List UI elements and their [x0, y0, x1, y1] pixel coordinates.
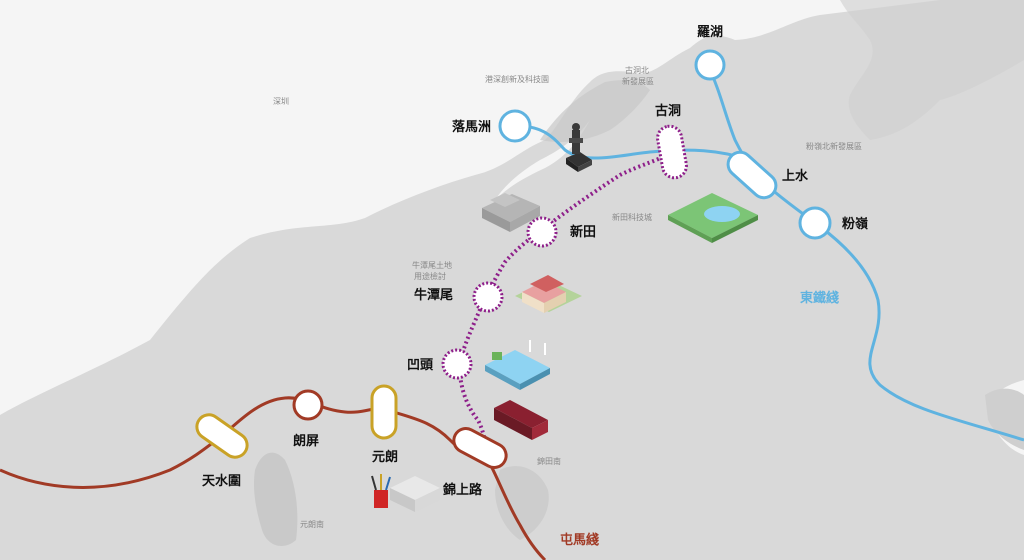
station-fanling-marker[interactable] — [798, 206, 832, 240]
east-rail-line-label: 東鐵綫 — [800, 290, 839, 306]
land-mass-deep-bay-coast — [495, 120, 590, 200]
area-label-san-tin-tech-city: 新田科技城 — [612, 212, 652, 222]
station-ngau-tam-mei-marker[interactable] — [472, 281, 504, 313]
art-tools-landmark-icon — [371, 474, 440, 512]
area-label-fanling-north: 粉嶺北新發展區 — [806, 141, 862, 151]
station-kwu-tung-label: 古洞 — [655, 103, 681, 119]
land-mass-kam-tin-south — [495, 466, 549, 540]
land-mass-shenzhen-bay-island — [540, 80, 650, 142]
area-label-ngau-tam-mei-land-2: 用途檢討 — [414, 271, 446, 281]
area-label-kam-tin-south: 錦田南 — [537, 456, 561, 466]
station-lo-wu-label: 羅湖 — [697, 25, 723, 40]
east-rail-line — [706, 65, 1024, 442]
station-lo-wu-marker[interactable] — [694, 49, 726, 81]
area-label-kwu-tung-north: 古洞北 — [625, 65, 649, 75]
station-kam-sheung-road-marker[interactable] — [450, 424, 511, 471]
station-lok-ma-chau-marker[interactable] — [498, 109, 532, 143]
area-label-shenzhen: 深圳 — [273, 96, 289, 106]
station-long-ping-label: 朗屏 — [293, 433, 319, 449]
east-rail-spur-lok-ma-chau — [514, 124, 751, 162]
railway-depot-icon — [494, 400, 548, 440]
station-san-tin-label: 新田 — [570, 224, 596, 240]
station-kam-sheung-road-label: 錦上路 — [443, 482, 483, 498]
station-fanling-label: 粉嶺 — [842, 216, 868, 232]
station-kwu-tung-marker[interactable] — [656, 124, 689, 180]
wetland-park-icon — [668, 193, 758, 243]
land-mass-yuen-long-south — [253, 452, 298, 546]
statue-landmark-icon — [566, 123, 592, 172]
tuen-ma-line — [0, 396, 547, 560]
factory-buildings-icon — [482, 193, 540, 232]
northern-link-line — [457, 150, 674, 449]
fishpond-icon — [485, 340, 550, 390]
station-yuen-long-label: 元朗 — [372, 449, 398, 465]
station-lok-ma-chau-label: 落馬洲 — [452, 119, 491, 135]
area-label-kwu-tung-north-2: 新發展區 — [622, 76, 654, 86]
station-long-ping-marker[interactable] — [292, 389, 324, 421]
station-san-tin-marker[interactable] — [526, 216, 558, 248]
station-ngau-tam-mei-label: 牛潭尾 — [414, 287, 453, 303]
station-au-tau-marker[interactable] — [441, 348, 473, 380]
land-mass-shenzhen-upper — [840, 0, 1024, 140]
station-sheung-shui-label: 上水 — [782, 168, 809, 184]
area-label-yuen-long-south: 元朗南 — [300, 519, 324, 529]
tuen-ma-line-label: 屯馬綫 — [560, 532, 599, 548]
area-label-ngau-tam-mei-land: 牛潭尾土地 — [412, 260, 452, 270]
land-mass-east-island — [985, 388, 1024, 450]
station-tin-shui-wai-marker[interactable] — [192, 410, 252, 462]
station-au-tau-label: 凹頭 — [407, 358, 434, 373]
area-label-innovation-park: 港深創新及科技園 — [485, 74, 549, 84]
station-tin-shui-wai-label: 天水圍 — [202, 473, 241, 489]
station-yuen-long-marker[interactable] — [370, 384, 398, 440]
village-house-icon — [515, 275, 582, 313]
station-sheung-shui-marker[interactable] — [723, 147, 781, 202]
